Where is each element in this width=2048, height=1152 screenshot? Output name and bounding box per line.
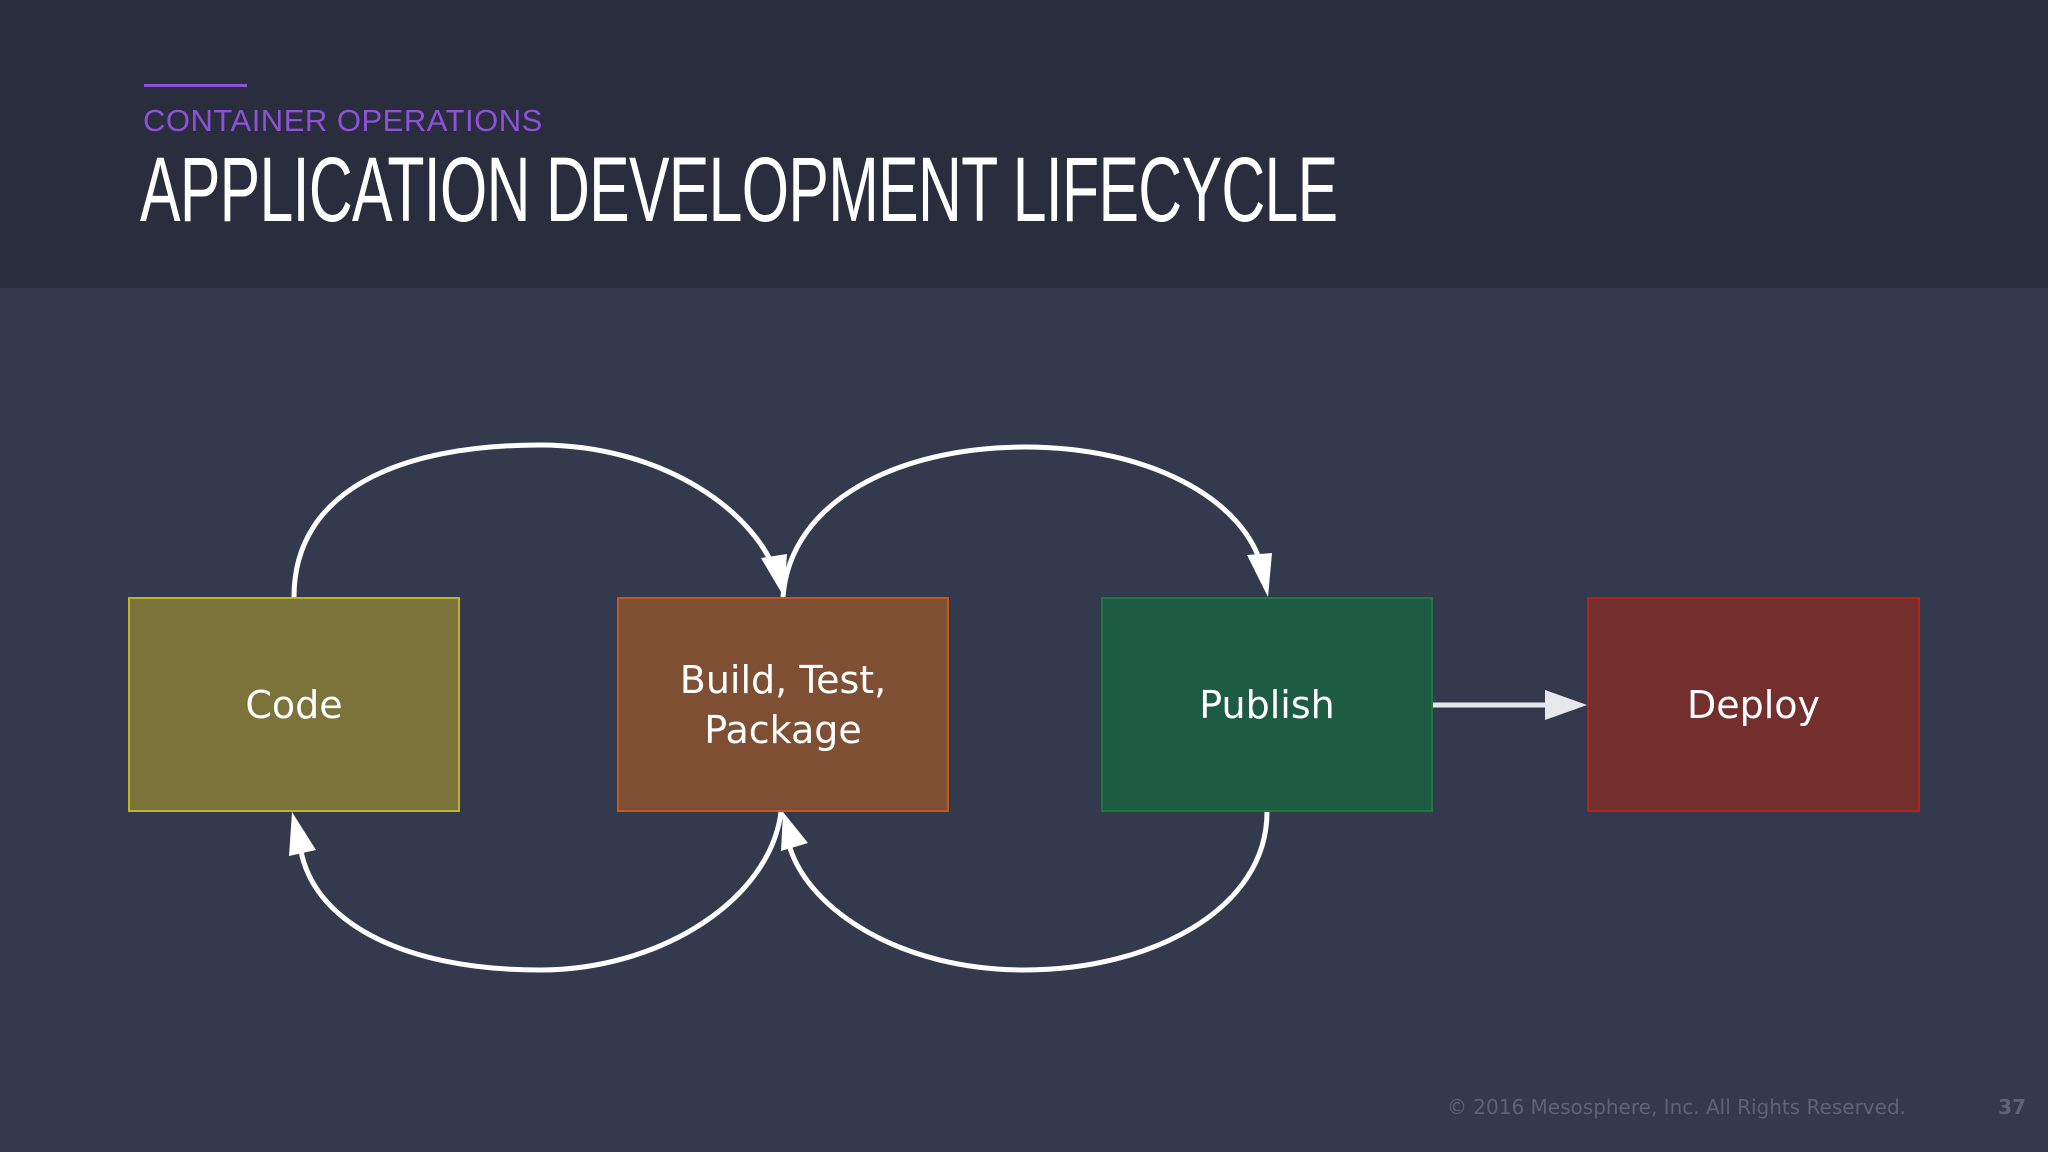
page-number: 37	[1998, 1095, 2026, 1119]
arrow-publish-to-build	[787, 811, 1270, 973]
stage-code-box: Code	[128, 597, 460, 812]
arrowhead-code-bottom	[289, 812, 316, 856]
stage-publish-box: Publish	[1101, 597, 1433, 812]
arrowhead-build-top	[761, 554, 787, 597]
stage-code-label: Code	[245, 682, 343, 727]
section-subtitle: CONTAINER OPERATIONS	[143, 103, 543, 138]
arrow-build-to-code	[297, 811, 784, 973]
arrowhead-publish-top	[1247, 553, 1272, 597]
accent-line	[144, 84, 247, 87]
stage-deploy-box: Deploy	[1587, 597, 1920, 812]
header-band: CONTAINER OPERATIONS APPLICATION DEVELOP…	[0, 0, 2048, 288]
arrow-code-to-build	[291, 442, 783, 598]
arrowhead-deploy	[1545, 690, 1587, 720]
stage-publish-label: Publish	[1199, 682, 1335, 727]
stage-deploy-label: Deploy	[1686, 682, 1821, 727]
slide-title: APPLICATION DEVELOPMENT LIFECYCLE	[140, 139, 1338, 241]
arrowhead-build-bottom	[781, 812, 808, 851]
copyright-notice: © 2016 Mesosphere, Inc. All Rights Reser…	[1446, 1095, 1906, 1119]
stage-build-box: Build, Test, Package	[617, 597, 949, 812]
arrow-build-to-publish	[780, 444, 1265, 598]
stage-build-label: Build, Test, Package	[679, 657, 887, 752]
